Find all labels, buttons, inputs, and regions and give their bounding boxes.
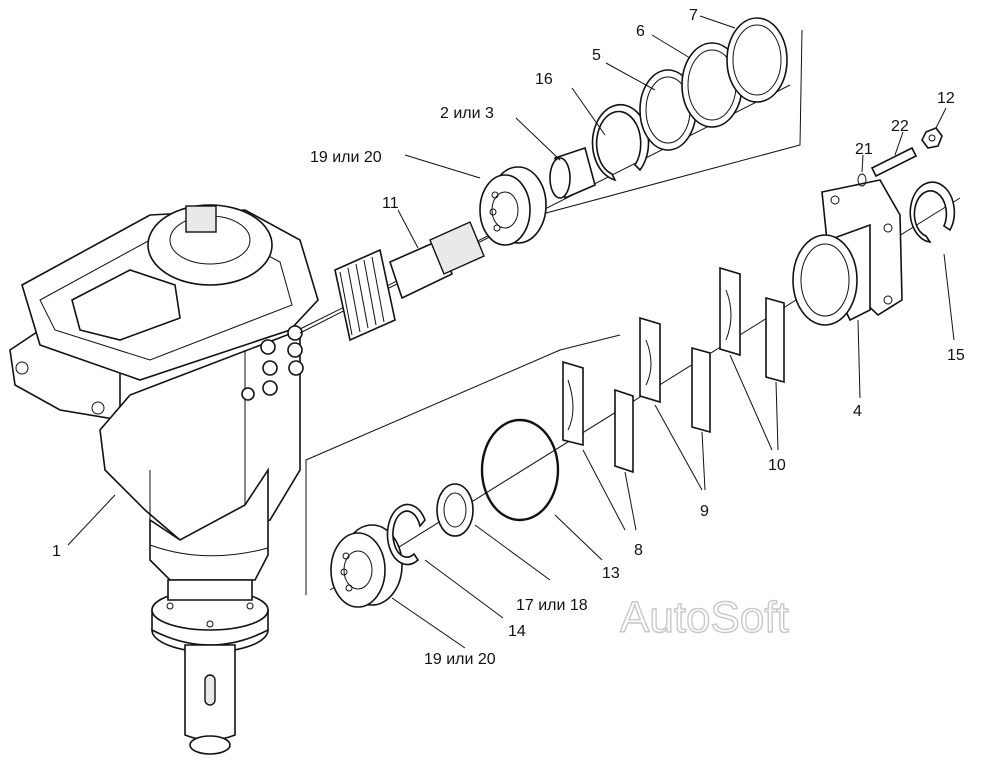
callout-15: 15 bbox=[947, 347, 965, 364]
leader-lines bbox=[67, 15, 955, 649]
bearing-cup bbox=[792, 179, 903, 326]
callout-19-lower: 19 или 20 bbox=[424, 651, 496, 668]
callout-1: 1 bbox=[52, 543, 61, 560]
washer bbox=[436, 483, 474, 537]
callout-6: 6 bbox=[636, 23, 645, 40]
callout-5: 5 bbox=[592, 47, 601, 64]
upper-ball-bearing bbox=[479, 166, 547, 246]
callout-4: 4 bbox=[853, 403, 862, 420]
callout-14: 14 bbox=[508, 623, 526, 640]
watermark: AutoSoft bbox=[620, 593, 789, 642]
circlip bbox=[909, 181, 956, 244]
callout-2: 2 или 3 bbox=[440, 105, 494, 122]
callout-13: 13 bbox=[602, 565, 620, 582]
lower-ball-bearing bbox=[330, 524, 403, 608]
callout-12: 12 bbox=[937, 90, 955, 107]
callout-16: 16 bbox=[535, 71, 553, 88]
bevel-pinion-shaft bbox=[334, 221, 485, 342]
side-bolts bbox=[241, 325, 304, 401]
snap-ring-16 bbox=[591, 103, 650, 182]
callout-9: 9 bbox=[700, 503, 709, 520]
gearbox-housing bbox=[9, 204, 319, 755]
callout-21: 21 bbox=[855, 141, 873, 158]
shim-plates bbox=[562, 266, 785, 474]
callout-11: 11 bbox=[382, 195, 399, 212]
callout-10: 10 bbox=[768, 457, 786, 474]
callouts: 1 2 или 3 4 5 6 7 8 9 10 11 12 13 14 15 … bbox=[52, 7, 965, 668]
shim-rings-upper bbox=[639, 17, 788, 151]
pin-assembly bbox=[857, 127, 943, 187]
spacer-sleeve bbox=[549, 146, 596, 200]
o-ring bbox=[480, 418, 560, 522]
callout-22: 22 bbox=[891, 118, 909, 135]
callout-17: 17 или 18 bbox=[516, 597, 588, 614]
callout-8: 8 bbox=[634, 542, 643, 559]
callout-7: 7 bbox=[689, 7, 698, 24]
callout-19-upper: 19 или 20 bbox=[310, 149, 382, 166]
snap-ring-14 bbox=[386, 503, 426, 566]
